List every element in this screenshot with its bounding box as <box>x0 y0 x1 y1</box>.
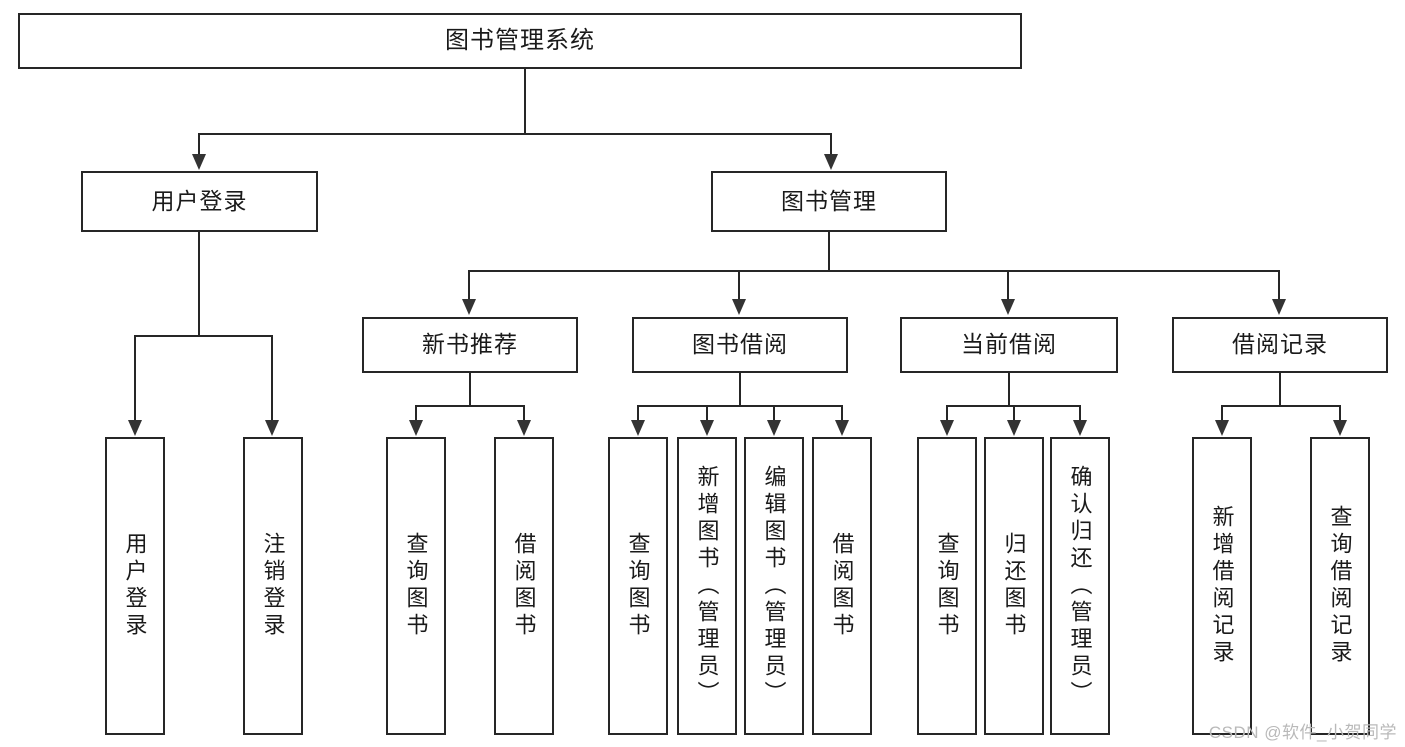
node-borrow-record[interactable]: 借阅记录 <box>1172 317 1388 373</box>
node-label: 确认归还（管理员） <box>1067 464 1093 708</box>
leaf-br-add-record[interactable]: 新增借阅记录 <box>1192 437 1252 735</box>
connector-bb-bar <box>637 405 843 407</box>
node-label: 借阅图书 <box>829 532 855 640</box>
arrow-to-borrow-record <box>1272 299 1286 315</box>
leaf-cb-return-book[interactable]: 归还图书 <box>984 437 1044 735</box>
arrow-to-book-borrow <box>732 299 746 315</box>
node-label: 新书推荐 <box>422 331 518 358</box>
arrow-to-leaf-cb-query-book <box>940 420 954 436</box>
node-label: 查询借阅记录 <box>1327 505 1353 667</box>
node-label: 图书借阅 <box>692 331 788 358</box>
leaf-cb-confirm-return[interactable]: 确认归还（管理员） <box>1050 437 1110 735</box>
leaf-nbr-borrow-book[interactable]: 借阅图书 <box>494 437 554 735</box>
arrow-to-leaf-cb-return-book <box>1007 420 1021 436</box>
arrow-to-new-book-recommend <box>462 299 476 315</box>
connector-cb-drop-3 <box>1079 405 1081 421</box>
arrow-to-leaf-user-login <box>128 420 142 436</box>
node-label: 新增图书（管理员） <box>694 464 720 708</box>
node-label: 借阅图书 <box>511 532 537 640</box>
connector-root-bar <box>198 133 832 135</box>
node-label: 归还图书 <box>1001 532 1027 640</box>
connector-nbr-bar <box>415 405 525 407</box>
node-label: 注销登录 <box>260 532 286 640</box>
leaf-bb-borrow-book[interactable]: 借阅图书 <box>812 437 872 735</box>
arrow-to-user-login <box>192 154 206 170</box>
node-label: 查询图书 <box>625 532 651 640</box>
connector-root-left-drop <box>198 133 200 155</box>
node-user-login[interactable]: 用户登录 <box>81 171 318 232</box>
connector-br-bar <box>1221 405 1341 407</box>
connector-user-login-bar <box>134 335 273 337</box>
connector-bb-drop-4 <box>841 405 843 421</box>
connector-br-stem <box>1279 373 1281 406</box>
leaf-bb-query-book[interactable]: 查询图书 <box>608 437 668 735</box>
arrow-to-leaf-cb-confirm-return <box>1073 420 1087 436</box>
arrow-to-leaf-logout <box>265 420 279 436</box>
arrow-to-leaf-bb-query-book <box>631 420 645 436</box>
arrow-to-leaf-bb-edit-book <box>767 420 781 436</box>
connector-nbr-stem <box>469 373 471 406</box>
connector-bb-drop-3 <box>773 405 775 421</box>
connector-bb-drop-1 <box>637 405 639 421</box>
connector-cb-drop-2 <box>1013 405 1015 421</box>
connector-br-drop-2 <box>1339 405 1341 421</box>
connector-bb-drop-2 <box>706 405 708 421</box>
connector-book-management-stem <box>828 232 830 271</box>
node-label: 新增借阅记录 <box>1209 505 1235 667</box>
arrow-to-leaf-bb-add-book <box>700 420 714 436</box>
watermark-text: CSDN @软件_小贺同学 <box>1208 723 1397 742</box>
connector-cb-drop-1 <box>946 405 948 421</box>
node-label: 图书管理 <box>781 187 877 214</box>
connector-root-right-drop <box>830 133 832 155</box>
leaf-logout[interactable]: 注销登录 <box>243 437 303 735</box>
connector-bm-drop-2 <box>738 270 740 300</box>
connector-book-management-bar <box>468 270 1280 272</box>
arrow-to-book-management <box>824 154 838 170</box>
arrow-to-leaf-br-add-record <box>1215 420 1229 436</box>
arrow-to-leaf-nbr-query-book <box>409 420 423 436</box>
connector-bb-stem <box>739 373 741 406</box>
leaf-bb-edit-book[interactable]: 编辑图书（管理员） <box>744 437 804 735</box>
node-label: 查询图书 <box>403 532 429 640</box>
arrow-to-current-borrow <box>1001 299 1015 315</box>
node-label: 借阅记录 <box>1232 331 1328 358</box>
connector-bm-drop-4 <box>1278 270 1280 300</box>
connector-br-drop-1 <box>1221 405 1223 421</box>
leaf-nbr-query-book[interactable]: 查询图书 <box>386 437 446 735</box>
node-label: 当前借阅 <box>961 331 1057 358</box>
node-book-borrow[interactable]: 图书借阅 <box>632 317 848 373</box>
node-book-management[interactable]: 图书管理 <box>711 171 947 232</box>
arrow-to-leaf-bb-borrow-book <box>835 420 849 436</box>
node-label: 用户登录 <box>151 187 248 214</box>
node-label: 用户登录 <box>122 532 148 640</box>
connector-user-login-drop-1 <box>134 335 136 421</box>
connector-cb-stem <box>1008 373 1010 406</box>
node-current-borrow[interactable]: 当前借阅 <box>900 317 1118 373</box>
leaf-cb-query-book[interactable]: 查询图书 <box>917 437 977 735</box>
node-label: 图书管理系统 <box>445 26 595 54</box>
leaf-br-query-record[interactable]: 查询借阅记录 <box>1310 437 1370 735</box>
connector-user-login-drop-2 <box>271 335 273 421</box>
connector-nbr-drop-1 <box>415 405 417 421</box>
arrow-to-leaf-br-query-record <box>1333 420 1347 436</box>
arrow-to-leaf-nbr-borrow-book <box>517 420 531 436</box>
leaf-user-login[interactable]: 用户登录 <box>105 437 165 735</box>
connector-nbr-drop-2 <box>523 405 525 421</box>
connector-bm-drop-1 <box>468 270 470 300</box>
node-root-library-system[interactable]: 图书管理系统 <box>18 13 1022 69</box>
leaf-bb-add-book[interactable]: 新增图书（管理员） <box>677 437 737 735</box>
node-label: 编辑图书（管理员） <box>761 464 787 708</box>
node-label: 查询图书 <box>934 532 960 640</box>
connector-bm-drop-3 <box>1007 270 1009 300</box>
node-new-book-recommend[interactable]: 新书推荐 <box>362 317 578 373</box>
connector-root-stem <box>524 69 526 134</box>
connector-user-login-stem <box>198 232 200 336</box>
